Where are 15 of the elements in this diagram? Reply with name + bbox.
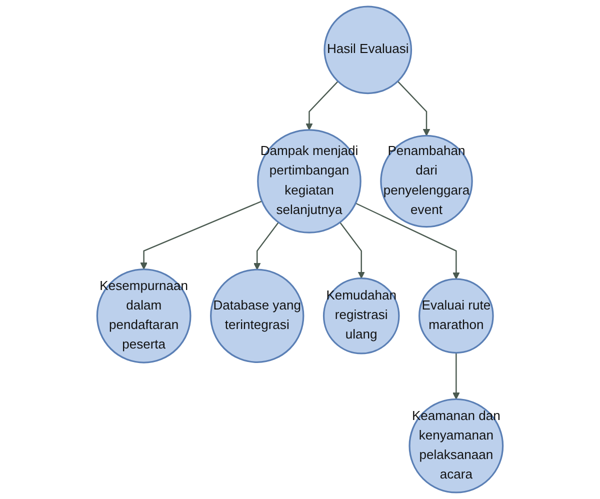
node-circle: Penambahan dari penyelenggara event [380,134,473,228]
node-circle: Hasil Evaluasi [324,6,412,94]
arrow [355,202,460,280]
arrow [340,222,365,279]
node-circle: Kemudahan registrasi ulang [322,278,400,354]
arrow [306,80,338,130]
arrow [254,222,279,270]
node-circle: Database yang terintegrasi [210,268,304,363]
arrow [140,200,262,270]
node-circle: Kesempurnaan dalam pendaftaran peserta [96,268,192,364]
node-circle: Evaluai rute marathon [418,278,494,354]
node-circle: Dampak menjadi pertimbangan kegiatan selanjutnya [257,129,362,234]
arrow [452,352,460,400]
arrow [397,80,430,136]
node-circle: Keamanan dan kenyamanan pelaksanaan acara [408,398,504,494]
